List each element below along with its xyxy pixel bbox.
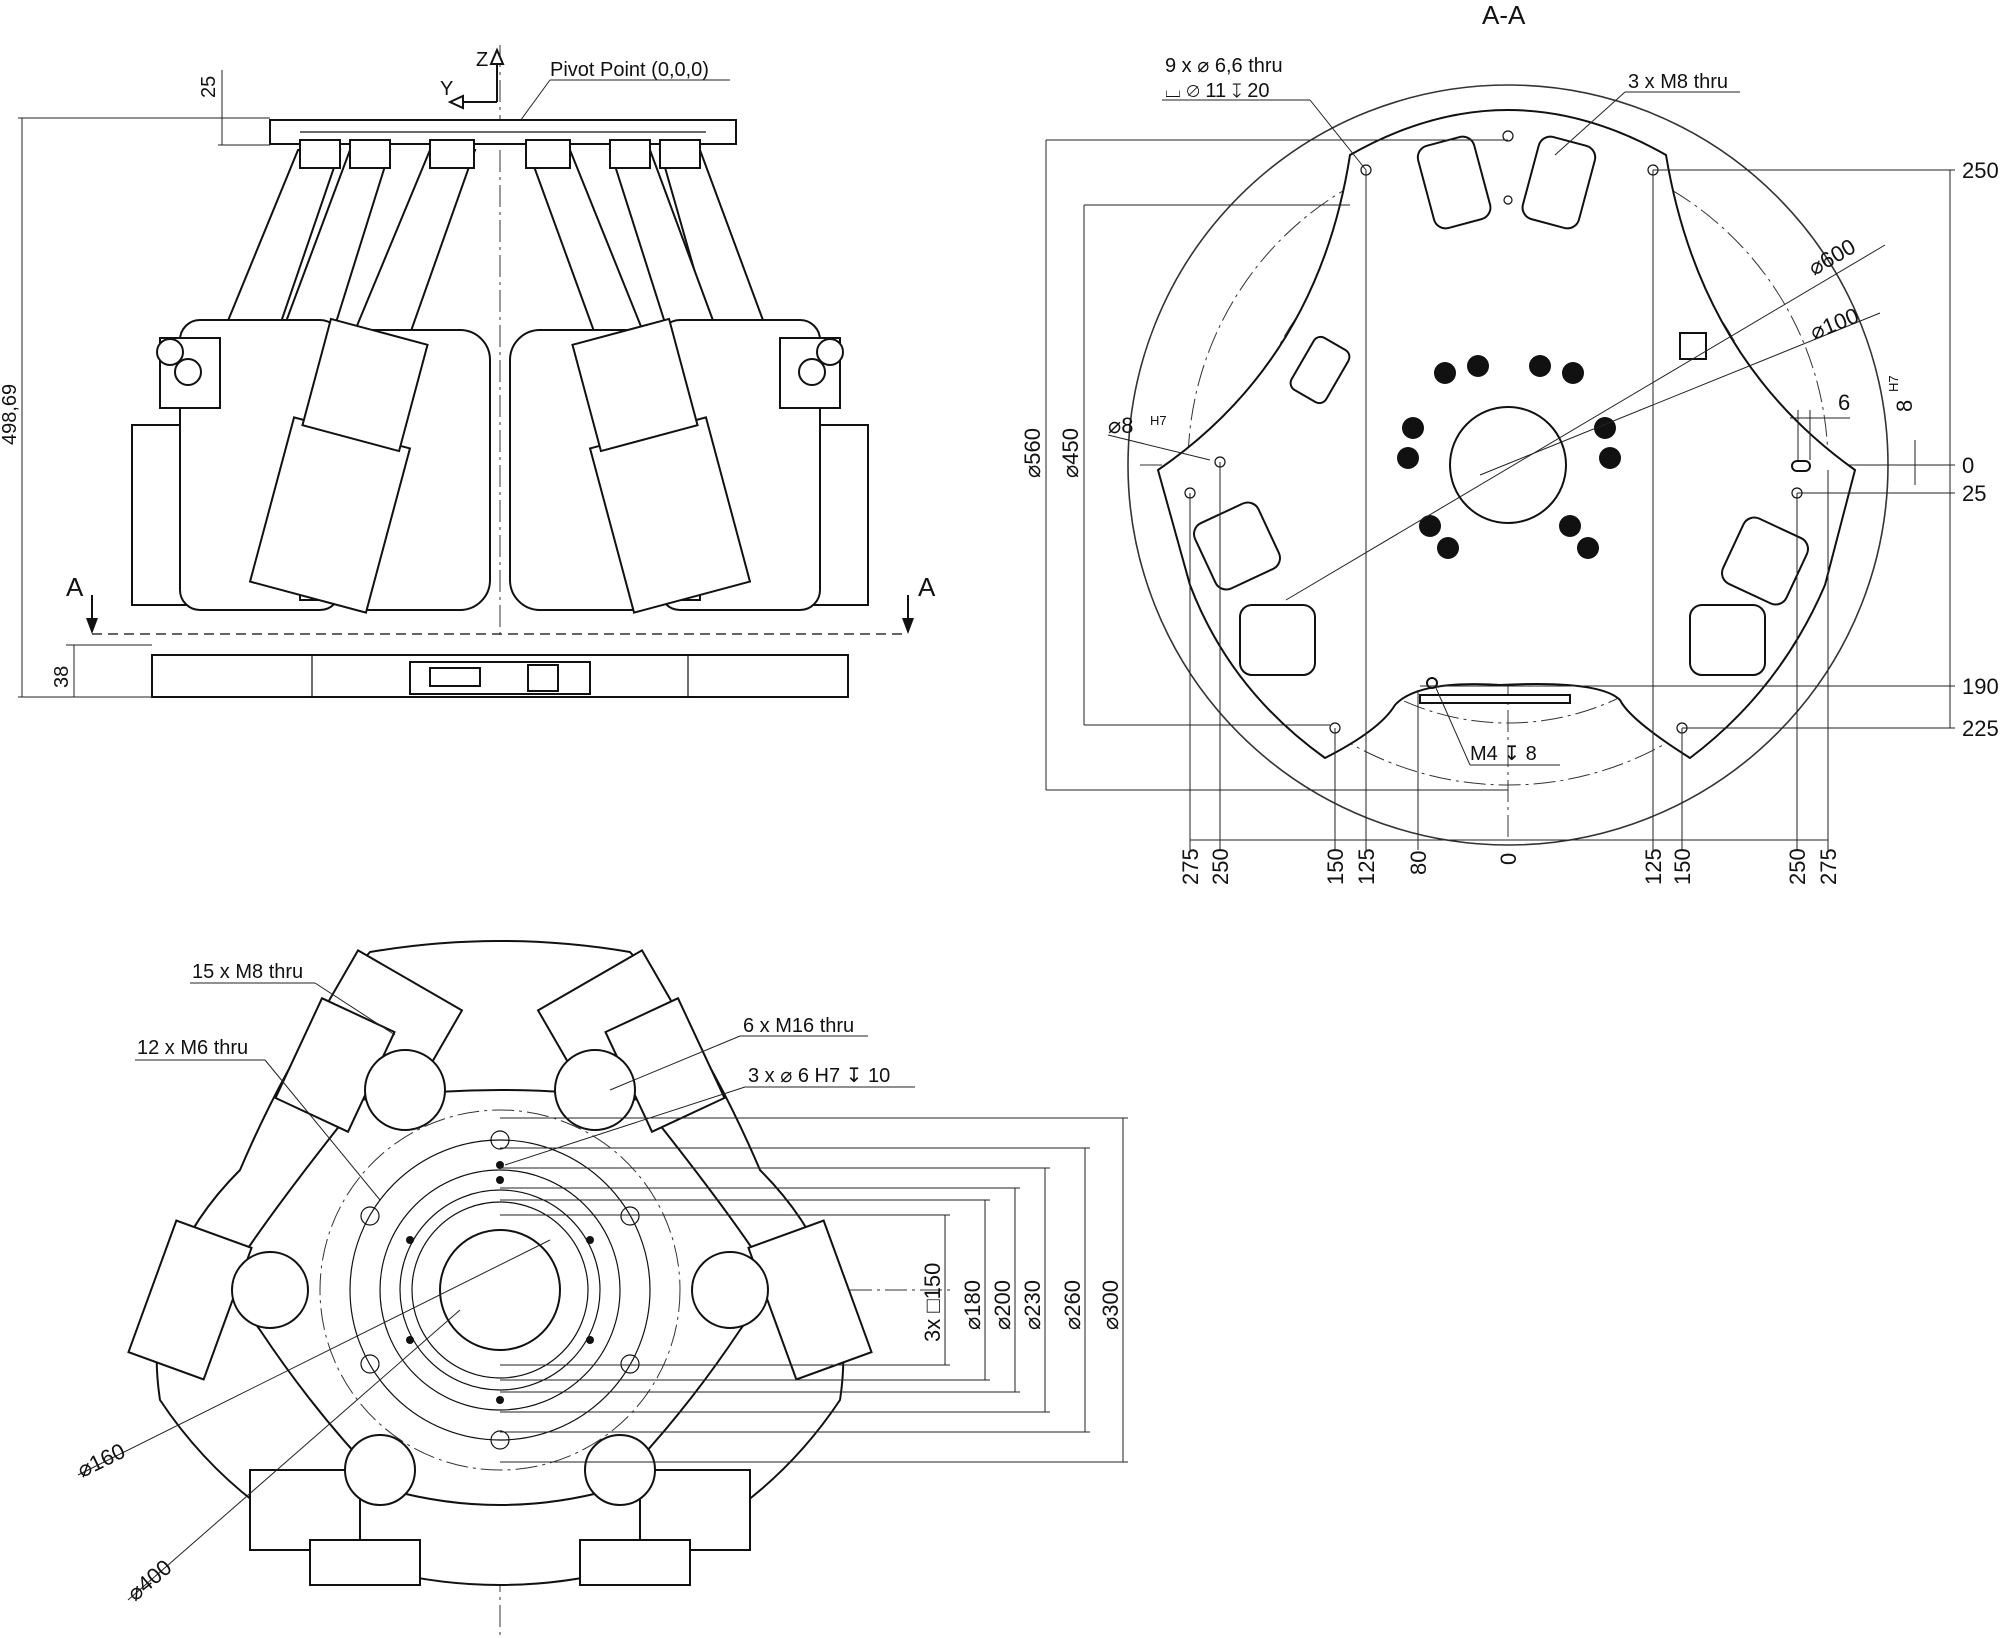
right-dim-0: 250 — [1962, 158, 1999, 183]
m4-label: M4 ↧ 8 — [1470, 743, 1537, 765]
bottom-dims: 275 250 150 125 80 0 125 150 250 275 — [1178, 848, 1841, 885]
label-m8: 15 x M8 thru — [192, 961, 303, 983]
slot-fit-label: H7 — [1886, 375, 1901, 392]
bottom-dim-5: 0 — [1496, 853, 1521, 865]
pivot-point-label: Pivot Point (0,0,0) — [550, 59, 709, 81]
dia-100-label: ⌀100 — [1807, 303, 1863, 345]
heavy-holes — [1397, 355, 1621, 559]
square-dim: 3x □150 — [920, 1263, 945, 1342]
fit-h7-label: H7 — [1150, 413, 1167, 428]
dim-top-25: 25 — [198, 76, 220, 98]
coordinate-axes-icon — [447, 47, 505, 110]
dia-300-label: ⌀300 — [1098, 1280, 1123, 1330]
right-dim-1: 0 — [1962, 453, 1974, 478]
axis-z-label: Z — [476, 49, 488, 71]
slot-height-label: 8 — [1892, 400, 1917, 412]
right-dim-3: 190 — [1962, 674, 1999, 699]
bottom-dim-0: 275 — [1178, 848, 1203, 885]
dia-560-label: ⌀560 — [1020, 428, 1045, 478]
top-center-bore — [439, 1229, 561, 1351]
bottom-dim-4: 80 — [1406, 851, 1431, 875]
top-view-motors — [127, 948, 873, 1586]
section-mark-right: A — [918, 572, 936, 602]
holes-label-2: ⌴ ⌀ 11 ↧ 20 — [1165, 80, 1269, 102]
dim-height: 498,69 — [0, 384, 21, 445]
bottom-dim-9: 275 — [1816, 848, 1841, 885]
dia-600-label: ⌀600 — [1804, 234, 1860, 281]
right-dim-4: 225 — [1962, 716, 1999, 741]
actuator-struts — [131, 139, 869, 614]
joint-mounts — [1193, 135, 1811, 676]
top-view-holes — [360, 1130, 640, 1450]
label-m6: 12 x M6 thru — [137, 1037, 248, 1059]
section-mark-left: A — [66, 572, 84, 602]
side-view: Z Y Pivot Point (0,0,0) — [0, 45, 936, 698]
bottom-dim-8: 250 — [1785, 848, 1810, 885]
bottom-dim-7: 150 — [1670, 848, 1695, 885]
holes-label-1: 9 x ⌀ 6,6 thru — [1165, 55, 1283, 77]
dia-450-label: ⌀450 — [1058, 428, 1083, 478]
label-pin: 3 x ⌀ 6 H7 ↧ 10 — [748, 1065, 890, 1087]
axis-y-label: Y — [440, 78, 453, 100]
bottom-dim-2: 150 — [1323, 848, 1348, 885]
bottom-dim-1: 250 — [1208, 848, 1233, 885]
dia-260-label: ⌀260 — [1060, 1280, 1085, 1330]
bottom-dim-6: 125 — [1641, 848, 1666, 885]
center-bore — [1449, 406, 1567, 524]
section-title: A-A — [1482, 0, 1526, 30]
top-view: 15 x M8 thru 12 x M6 thru 6 x M16 thru 3… — [73, 940, 1128, 1635]
label-m16: 6 x M16 thru — [743, 1015, 854, 1037]
dia-200-label: ⌀200 — [990, 1280, 1015, 1330]
section-view-a-a: A-A — [1020, 0, 1999, 885]
dia-160-label: ⌀160 — [73, 1438, 129, 1482]
right-dim-2: 25 — [1962, 481, 1986, 506]
dia-8-label: ⌀8 — [1108, 413, 1133, 438]
slot-width-label: 6 — [1838, 390, 1850, 415]
bottom-dim-3: 125 — [1354, 848, 1379, 885]
dim-base-38: 38 — [51, 666, 73, 688]
threads-label: 3 x M8 thru — [1628, 71, 1728, 93]
dia-180-label: ⌀180 — [960, 1280, 985, 1330]
dia-230-label: ⌀230 — [1020, 1280, 1045, 1330]
